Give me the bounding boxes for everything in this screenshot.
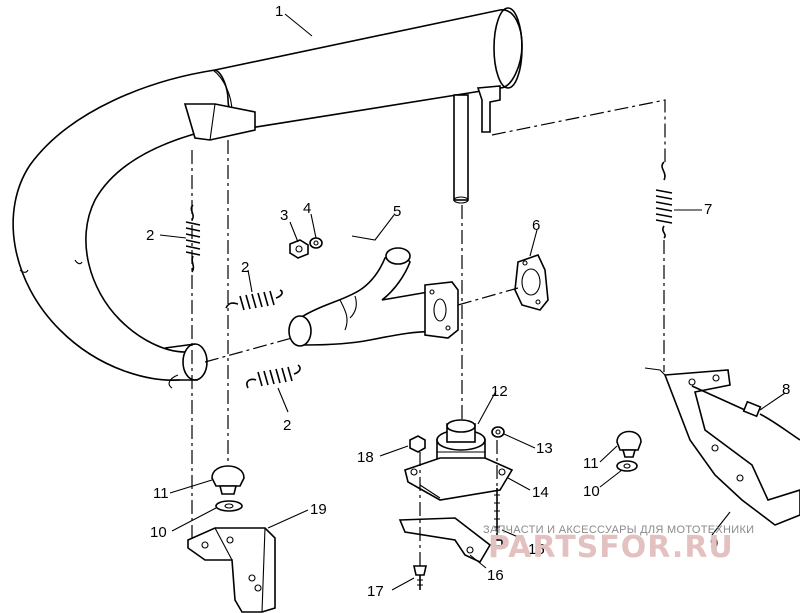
callout-9: 9 — [710, 535, 718, 552]
screw-17 — [413, 565, 427, 590]
muffler-assembly — [12, 7, 523, 389]
y-pipe-5 — [288, 247, 459, 347]
callout-labels: 1 2 2 2 3 4 5 6 7 8 9 10 10 11 11 12 13 … — [146, 3, 790, 600]
callout-17: 17 — [367, 583, 384, 600]
leader-lines — [159, 13, 786, 591]
callout-1: 1 — [275, 3, 283, 20]
callout-18: 18 — [357, 449, 374, 466]
watermark-brand: PARTSFOR.RU — [488, 530, 734, 565]
callout-14: 14 — [532, 484, 549, 501]
callout-8: 8 — [782, 381, 790, 398]
callout-10-right: 10 — [583, 483, 600, 500]
callout-5: 5 — [393, 203, 401, 220]
washer-10-right — [616, 460, 638, 472]
gasket-6 — [514, 254, 549, 311]
watermark-tagline: ЗАПЧАСТИ И АКСЕССУАРЫ ДЛЯ МОТОТЕХНИКИ — [483, 524, 754, 536]
washer-4 — [309, 237, 323, 249]
callout-2-lower: 2 — [283, 417, 291, 434]
callout-2-middle: 2 — [241, 259, 249, 276]
callout-12: 12 — [491, 383, 508, 400]
callout-10-left: 10 — [150, 524, 167, 541]
callout-16: 16 — [487, 567, 504, 584]
callout-15: 15 — [528, 541, 545, 558]
bracket-9 — [644, 367, 800, 526]
bracket-16 — [398, 517, 492, 564]
callout-4: 4 — [303, 200, 311, 217]
bolt-15 — [491, 488, 503, 547]
bracket-19 — [187, 527, 276, 613]
washer-13 — [491, 426, 505, 438]
callout-2-upper: 2 — [146, 227, 154, 244]
callout-13: 13 — [536, 440, 553, 457]
callout-7: 7 — [704, 201, 712, 218]
bumper-11-right — [616, 430, 642, 458]
assembly-lines — [191, 99, 666, 566]
callout-11-right: 11 — [583, 455, 599, 472]
cable-8 — [691, 385, 800, 441]
callout-19: 19 — [310, 501, 327, 518]
bumper-11-left — [211, 465, 245, 495]
bracket-plate-14 — [404, 457, 514, 501]
washer-10-left — [215, 500, 243, 512]
nut-3 — [289, 239, 309, 259]
spring-2-upper — [185, 204, 201, 273]
spring-7 — [655, 161, 673, 239]
callout-11-left: 11 — [153, 485, 169, 502]
nut-18 — [409, 435, 426, 453]
spring-2-middle — [225, 289, 283, 311]
callout-3: 3 — [280, 207, 288, 224]
spring-2-lower — [246, 364, 301, 389]
watermark: ЗАПЧАСТИ И АКСЕССУАРЫ ДЛЯ МОТОТЕХНИКИ PA… — [483, 524, 754, 565]
callout-6: 6 — [532, 217, 540, 234]
